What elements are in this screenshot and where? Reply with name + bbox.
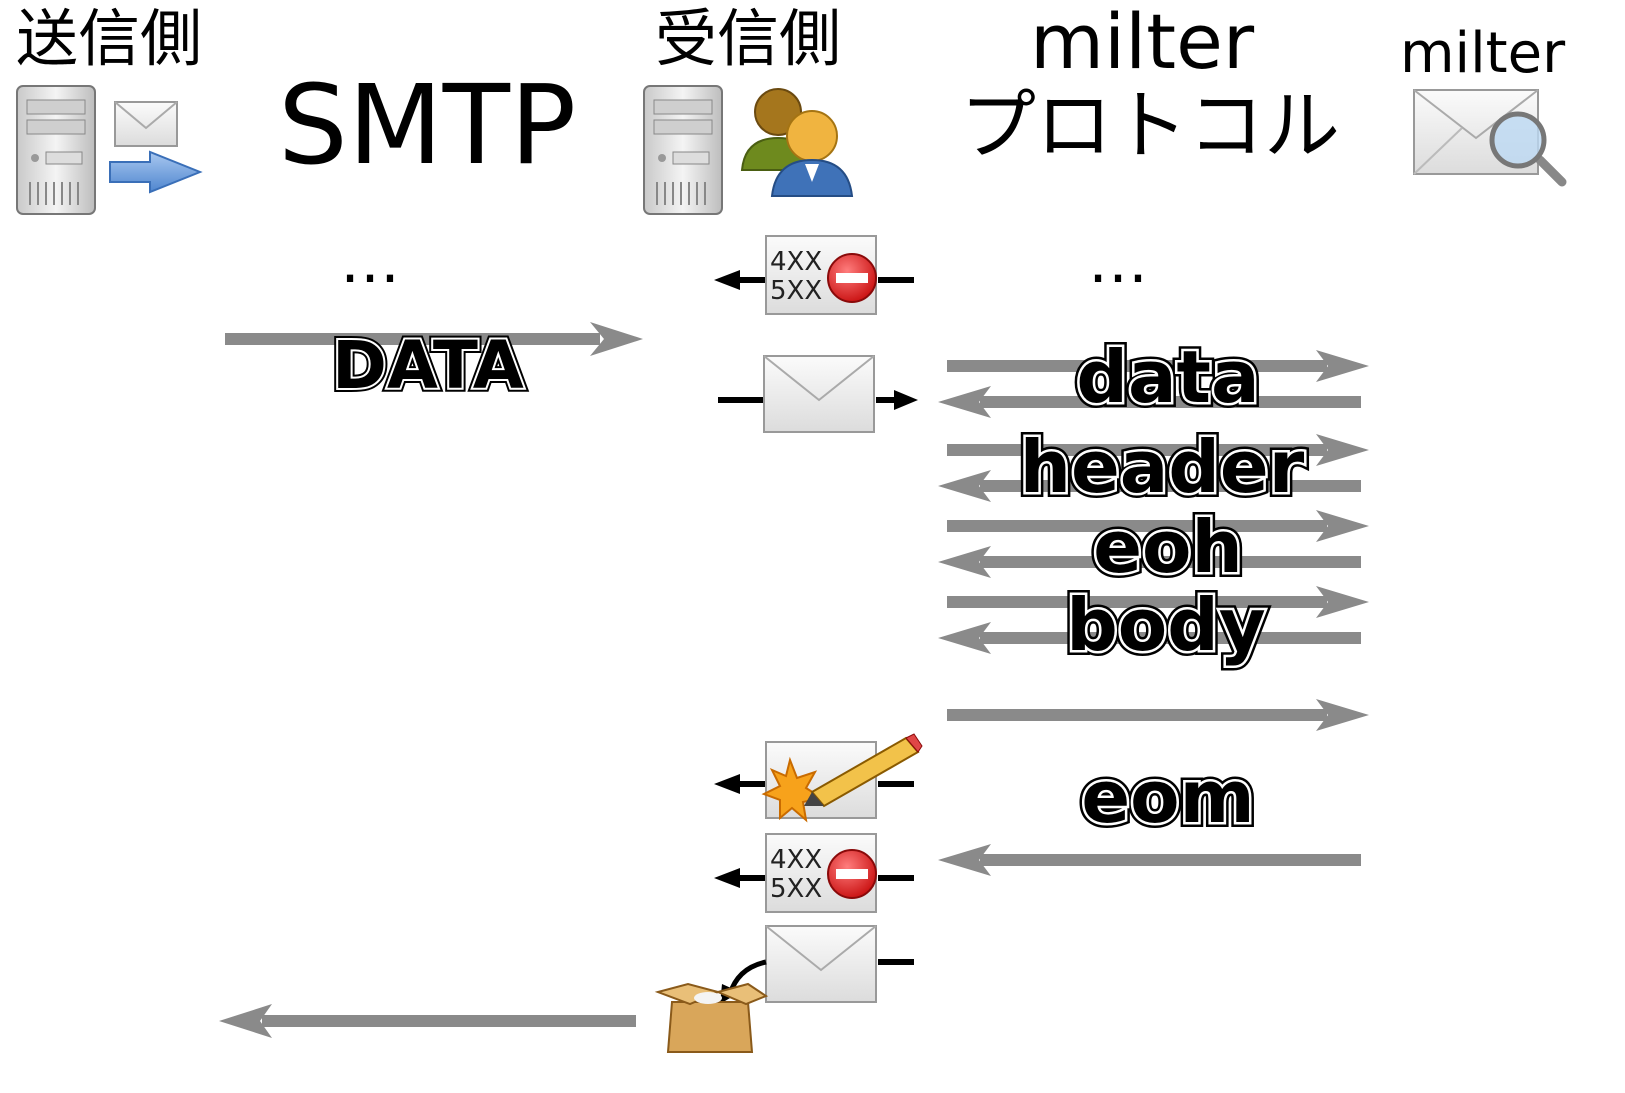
milter-cmd-data: data: [1076, 335, 1259, 419]
milter-label: milter: [1400, 21, 1566, 86]
smtp-command-data-outline: DATA: [332, 327, 524, 404]
milter-cmd-header: header: [1020, 425, 1305, 509]
milter-protocol-title-line1: milter: [1030, 0, 1255, 86]
users-icon: [740, 88, 854, 197]
milter-cmd-eoh: eoh: [1093, 505, 1243, 589]
temp-fail-code-2: 4XX: [770, 845, 822, 875]
milter-protocol-title-line2: プロトコル: [960, 81, 1340, 170]
smtp-command-data: DATA: [332, 327, 524, 404]
svg-text:eoh: eoh: [1093, 505, 1243, 589]
edit-envelope-icon: [714, 733, 923, 823]
envelope-forward-icon: [718, 355, 918, 433]
smtp-title: SMTP: [278, 61, 577, 189]
smtp-ellipsis: …: [340, 227, 408, 297]
milter-command-labels: data data header header eoh eoh body bod…: [1015, 330, 1310, 844]
sender-server-icon: [16, 85, 96, 215]
send-arrow-icon: [109, 150, 203, 194]
svg-text:eom: eom: [1081, 755, 1254, 839]
smtp-reply-arrow: [219, 1004, 636, 1038]
milter-cmd-eom: eom: [1081, 755, 1254, 839]
delivery-box-icon: [654, 982, 769, 1053]
reject-envelope-icon: 4XX 5XX: [714, 235, 914, 315]
receiver-label: 受信側: [655, 2, 842, 75]
envelope-icon: [114, 101, 178, 147]
perm-fail-code: 5XX: [770, 276, 822, 306]
milter-cmd-body: body: [1066, 583, 1265, 667]
accept-envelope-icon: [720, 925, 914, 1004]
sender-label: 送信側: [16, 2, 203, 75]
temp-fail-code: 4XX: [770, 247, 822, 277]
milter-arrows: [938, 350, 1369, 876]
envelope-search-icon: [1413, 89, 1567, 187]
svg-text:data: data: [1076, 335, 1259, 419]
receiver-server-icon: [643, 85, 723, 215]
smtp-data-arrow: [225, 322, 643, 356]
svg-text:body: body: [1066, 583, 1265, 667]
reject-envelope-icon-2: 4XX 5XX: [714, 833, 914, 913]
perm-fail-code-2: 5XX: [770, 874, 822, 904]
svg-text:header: header: [1020, 425, 1305, 509]
milter-ellipsis: …: [1088, 227, 1156, 297]
